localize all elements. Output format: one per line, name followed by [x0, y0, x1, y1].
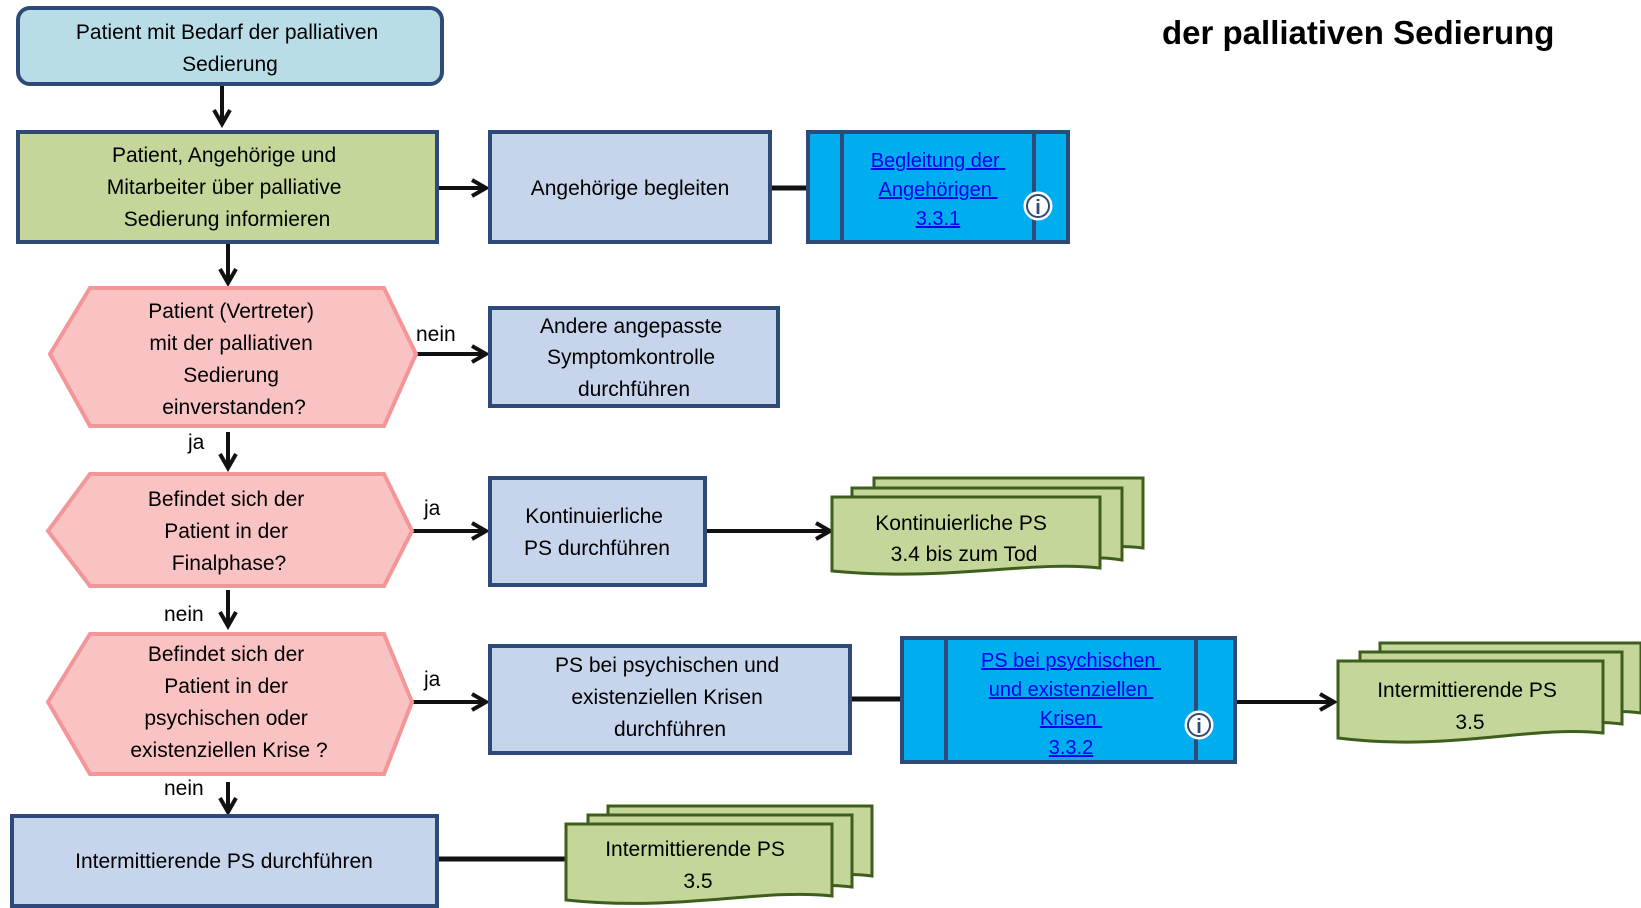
- svg-text:i: i: [1196, 716, 1202, 738]
- continuous-line-1: Kontinuierliche: [525, 505, 663, 528]
- doc-int2-line-1: Intermittierende PS: [605, 838, 785, 861]
- svg-text:PS bei psychischen und e: PS bei psychischen und existenziellen Kr…: [981, 650, 1161, 759]
- doc-int2-line-2: 3.5: [683, 870, 712, 893]
- svg-text:Kontinuierliche PS durch: Kontinuierliche PS durchführen: [524, 505, 670, 560]
- svg-text:Andere angepasste Sympto: Andere angepasste Symptomkontrolle durch…: [540, 315, 728, 401]
- link-ps-psych-krisen[interactable]: PS bei psychischen und existenziellen Kr…: [900, 636, 1237, 764]
- crisis-line-3: psychischen oder: [144, 707, 307, 730]
- continuous-line-2: PS durchführen: [524, 537, 670, 560]
- start-node: Patient mit Bedarf der palliativen Sedie…: [16, 6, 444, 86]
- link-begleitung-angehoerige[interactable]: Begleitung der Angehörigen 3.3.1 i: [806, 130, 1070, 244]
- svg-text:Begleitung der Angehörig: Begleitung der Angehörigen 3.3.1: [871, 150, 1006, 230]
- svg-text:Patient, Angehörige und: Patient, Angehörige und Mitarbeiter über…: [107, 144, 347, 231]
- consent-line-4: einverstanden?: [162, 396, 306, 419]
- svg-text:Angehörige begleiten: Angehörige begleiten: [531, 177, 730, 200]
- doc-int1-line-1: Intermittierende PS: [1377, 679, 1557, 702]
- crisis-line-4: existenziellen Krise ?: [130, 739, 327, 762]
- label-final-no: nein: [164, 603, 204, 626]
- info-icon[interactable]: i: [1184, 710, 1214, 740]
- svg-text:i: i: [1035, 197, 1041, 219]
- other-line-3: durchführen: [578, 378, 690, 401]
- ps-crisis-line-1: PS bei psychischen und: [555, 654, 779, 677]
- final-line-3: Finalphase?: [172, 552, 286, 575]
- crisis-line-2: Patient in der: [164, 675, 288, 698]
- accompany-node: Angehörige begleiten: [488, 130, 772, 244]
- ps-crisis-node: PS bei psychischen und existenziellen Kr…: [488, 644, 852, 755]
- crisis-line-1: Befindet sich der: [148, 643, 304, 666]
- svg-text:Befindet sich der Patien: Befindet sich der Patient in der psychis…: [130, 643, 327, 762]
- ps-crisis-line-3: durchführen: [614, 718, 726, 741]
- link2-line-1[interactable]: PS bei psychischen: [981, 650, 1156, 672]
- label-final-yes: ja: [423, 497, 441, 520]
- consent-decision: Patient (Vertreter) mit der palliativen …: [47, 286, 419, 428]
- svg-text:Patient (Vertreter) mit: Patient (Vertreter) mit der palliativen …: [148, 300, 320, 419]
- final-line-2: Patient in der: [164, 520, 288, 543]
- other-line-2: Symptomkontrolle: [547, 346, 715, 369]
- inform-line-1: Patient, Angehörige und: [112, 144, 336, 167]
- svg-text:Befindet sich der Patien: Befindet sich der Patient in der Finalph…: [148, 488, 310, 575]
- consent-line-1: Patient (Vertreter): [148, 300, 314, 323]
- svg-text:Intermittierende PS durchführe: Intermittierende PS durchführen: [75, 850, 373, 873]
- document-intermittent-ps-right: Intermittierende PS 3.5: [1336, 641, 1641, 744]
- link1-line-1[interactable]: Begleitung der: [871, 150, 1000, 172]
- info-icon[interactable]: i: [1023, 191, 1053, 221]
- doc-cont-line-2: 3.4 bis zum Tod: [891, 543, 1038, 566]
- intermittent-ps-node: Intermittierende PS durchführen: [10, 814, 439, 908]
- ps-crisis-line-2: existenziellen Krisen: [571, 686, 762, 709]
- document-intermittent-ps-bottom: Intermittierende PS 3.5: [564, 804, 874, 905]
- svg-text:Patient mit Bedarf der palliat: Patient mit Bedarf der palliativen Sedie…: [76, 21, 384, 76]
- doc-cont-line-1: Kontinuierliche PS: [875, 512, 1047, 535]
- connectors: [212, 84, 1339, 862]
- start-line-2: Sedierung: [182, 53, 278, 76]
- label-consent-no: nein: [416, 323, 456, 346]
- doc-int1-line-2: 3.5: [1455, 711, 1484, 734]
- link2-line-3[interactable]: Krisen: [1040, 708, 1097, 730]
- inform-line-2: Mitarbeiter über palliative: [107, 176, 342, 199]
- continuous-ps-node: Kontinuierliche PS durchführen: [488, 476, 707, 587]
- label-crisis-no: nein: [164, 777, 204, 800]
- link1-line-2[interactable]: Angehörigen: [879, 179, 992, 201]
- consent-line-2: mit der palliativen: [149, 332, 312, 355]
- final-phase-decision: Befindet sich der Patient in der Finalph…: [45, 472, 415, 588]
- other-line-1: Andere angepasste: [540, 315, 722, 338]
- consent-line-3: Sedierung: [183, 364, 279, 387]
- svg-text:Intermittierende PS 3.5: Intermittierende PS 3.5: [605, 838, 791, 893]
- label-crisis-yes: ja: [423, 668, 441, 691]
- inform-line-3: Sedierung informieren: [124, 208, 331, 231]
- svg-text:Kontinuierliche PS 3.4 b: Kontinuierliche PS 3.4 bis zum Tod: [875, 512, 1052, 566]
- link2-line-2[interactable]: und existenziellen: [989, 679, 1148, 701]
- accompany-line-1: Angehörige begleiten: [531, 177, 730, 200]
- crisis-decision: Befindet sich der Patient in der psychis…: [45, 632, 415, 776]
- svg-text:Intermittierende PS 3.5: Intermittierende PS 3.5: [1377, 679, 1563, 734]
- intermittent-line-1: Intermittierende PS durchführen: [75, 850, 373, 873]
- inform-node: Patient, Angehörige und Mitarbeiter über…: [16, 130, 439, 244]
- final-line-1: Befindet sich der: [148, 488, 304, 511]
- start-line-1: Patient mit Bedarf der palliativen: [76, 21, 378, 44]
- link1-line-3[interactable]: 3.3.1: [916, 208, 960, 230]
- document-continuous-ps: Kontinuierliche PS 3.4 bis zum Tod: [830, 476, 1145, 576]
- svg-text:PS bei psychischen und e: PS bei psychischen und existenziellen Kr…: [555, 654, 785, 741]
- other-symptom-control-node: Andere angepasste Symptomkontrolle durch…: [488, 306, 780, 408]
- link2-line-4[interactable]: 3.3.2: [1049, 737, 1093, 759]
- label-consent-yes: ja: [187, 431, 205, 454]
- page-title: der palliativen Sedierung: [1162, 14, 1555, 51]
